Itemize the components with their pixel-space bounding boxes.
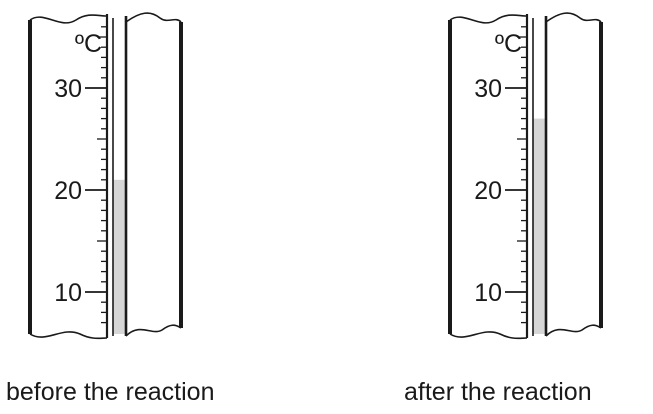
bottom-break-left xyxy=(449,331,528,340)
tick-label-30: 30 xyxy=(54,75,82,103)
top-break-left xyxy=(29,14,108,24)
top-break-right xyxy=(125,12,182,23)
thermometer-after: 10 20 30 ºC xyxy=(448,12,603,340)
liquid-column-after xyxy=(533,118,546,334)
tick-label-10: 10 xyxy=(54,279,82,307)
tick-label-30: 30 xyxy=(474,75,502,103)
liquid-column-before xyxy=(113,179,126,334)
caption-after: after the reaction xyxy=(404,378,592,406)
caption-before: before the reaction xyxy=(6,378,215,406)
unit-label: ºC xyxy=(495,30,522,58)
top-break-right xyxy=(545,12,602,23)
bottom-break-right xyxy=(545,324,602,337)
tick-label-20: 20 xyxy=(54,177,82,205)
unit-label: ºC xyxy=(75,30,102,58)
top-break-left xyxy=(449,14,528,24)
tick-label-10: 10 xyxy=(474,279,502,307)
bottom-break-left xyxy=(29,331,108,340)
tick-label-20: 20 xyxy=(474,177,502,205)
thermometer-before: 10 20 30 ºC xyxy=(28,12,183,340)
bottom-break-right xyxy=(125,324,182,337)
